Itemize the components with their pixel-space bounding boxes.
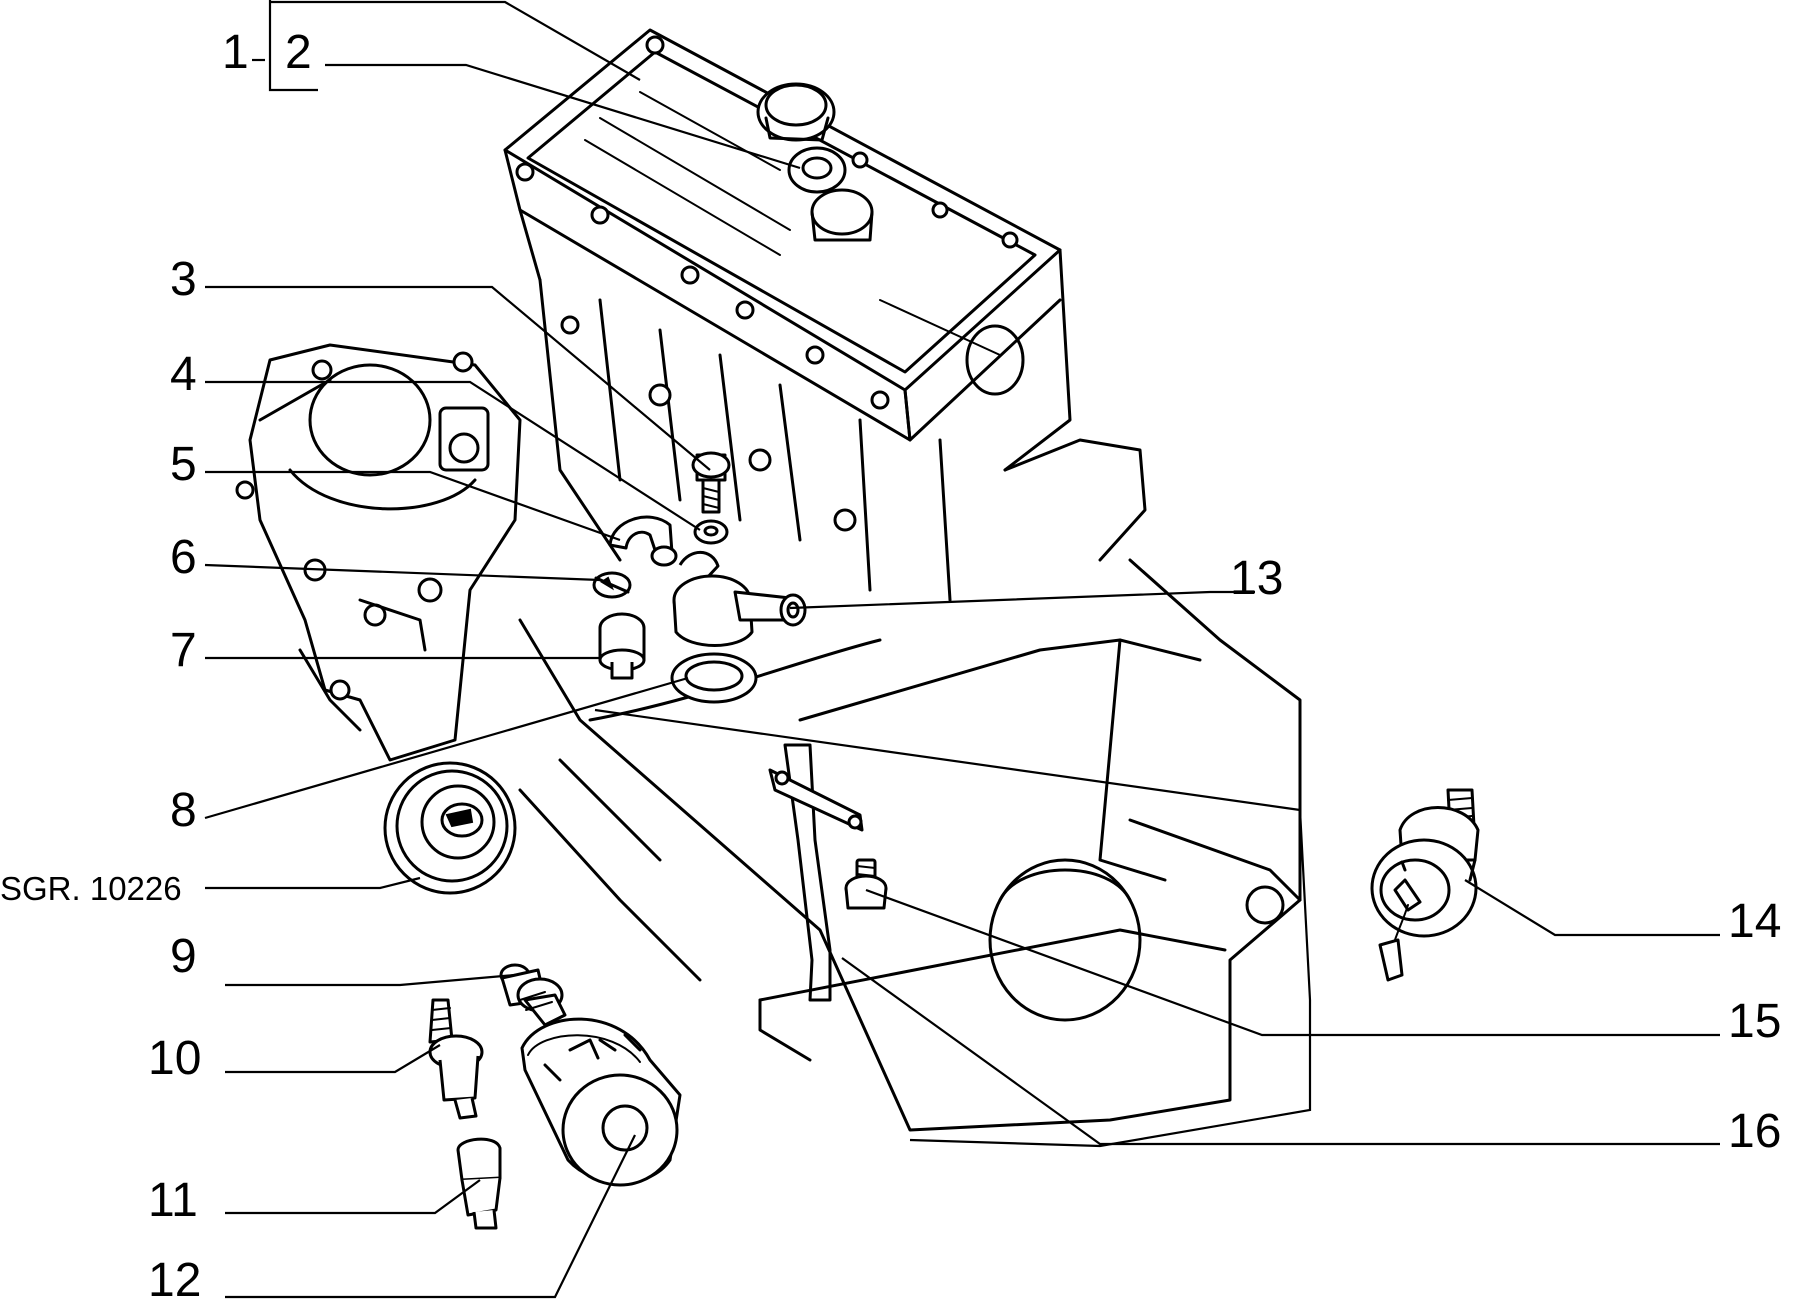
bolt xyxy=(691,451,731,514)
callout-2: 2 xyxy=(285,26,312,79)
callout-3: 3 xyxy=(170,253,197,306)
callout-6: 6 xyxy=(170,531,197,584)
oil-pressure-switch xyxy=(1370,788,1480,982)
callout-15: 15 xyxy=(1728,995,1781,1048)
callout-12: 12 xyxy=(148,1254,201,1301)
sealing-ring xyxy=(670,652,758,704)
oil-pressure-sender xyxy=(428,998,484,1120)
callout-14: 14 xyxy=(1728,895,1781,948)
plug-fitting xyxy=(598,612,646,680)
callout-1: 1 xyxy=(222,26,249,79)
callout-11: 11 xyxy=(148,1174,198,1227)
drain-plug xyxy=(844,858,888,910)
reference-label: SGR. 10226 xyxy=(0,870,182,907)
callout-13: 13 xyxy=(1230,552,1283,605)
callout-10: 10 xyxy=(148,1032,201,1085)
callout-9: 9 xyxy=(170,930,197,983)
cap xyxy=(456,1137,502,1230)
callout-5: 5 xyxy=(170,438,197,491)
callout-7: 7 xyxy=(170,624,197,677)
engine-cylinder-head xyxy=(503,28,1147,602)
pipe-clip xyxy=(592,571,632,599)
callout-labels: 1 2 3 4 5 6 7 8 SGR. 10226 9 10 11 12 13… xyxy=(0,26,1781,1301)
filler-neck xyxy=(810,188,874,242)
oil-filter xyxy=(520,1017,682,1187)
callout-8: 8 xyxy=(170,784,197,837)
callout-4: 4 xyxy=(170,348,197,401)
washer xyxy=(693,519,729,545)
filter-adapter xyxy=(499,963,567,1027)
pulley xyxy=(383,761,517,895)
oil-union-fitting xyxy=(672,550,807,647)
oil-pipe-elbow xyxy=(608,515,678,567)
timing-cover xyxy=(235,343,522,762)
engine-block-lower xyxy=(518,558,1302,1132)
leader-lines xyxy=(204,0,1720,1299)
callout-16: 16 xyxy=(1728,1105,1781,1158)
filler-seal-ring xyxy=(787,146,847,194)
dipstick-tube xyxy=(768,743,864,1002)
oil-filler-cap xyxy=(756,82,836,142)
